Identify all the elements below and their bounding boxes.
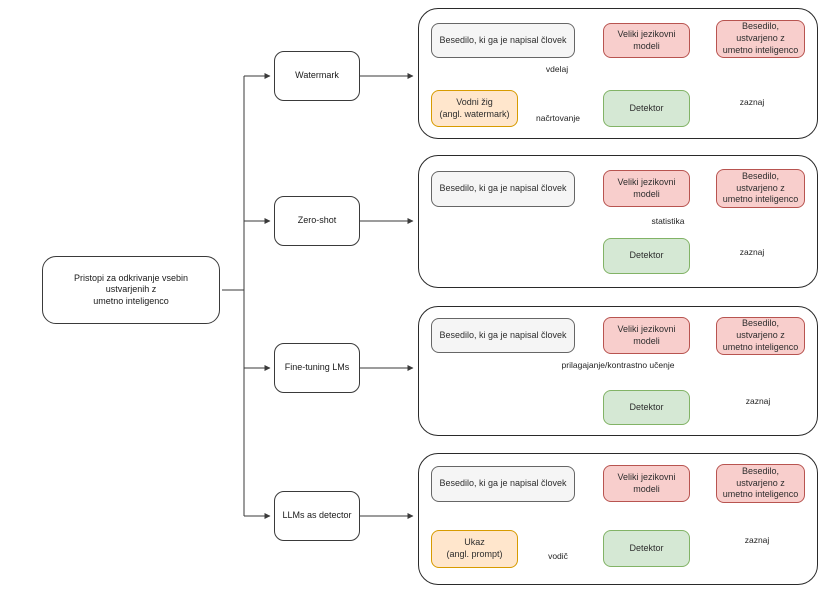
edge-label-design: načrtovanje — [534, 113, 582, 123]
node-llm: Veliki jezikovni modeli — [603, 170, 690, 207]
node-human-text: Besedilo, ki ga je napisal človek — [431, 466, 575, 502]
node-llm: Veliki jezikovni modeli — [603, 317, 690, 354]
node-ai-text: Besedilo, ustvarjeno z umetno inteligenc… — [716, 169, 805, 208]
node-watermark: Vodni žig (angl. watermark) — [431, 90, 518, 127]
node-ai-text: Besedilo, ustvarjeno z umetno inteligenc… — [716, 464, 805, 503]
edge-label-guide: vodič — [546, 551, 570, 561]
branch-llms-as-detector: LLMs as detector — [274, 491, 360, 541]
edge-label-detect: zaznaj — [742, 535, 772, 545]
node-llm: Veliki jezikovni modeli — [603, 465, 690, 502]
branch-zero-shot: Zero-shot — [274, 196, 360, 246]
node-human-text: Besedilo, ki ga je napisal človek — [431, 318, 575, 353]
node-human-text: Besedilo, ki ga je napisal človek — [431, 23, 575, 58]
node-prompt: Ukaz (angl. prompt) — [431, 530, 518, 568]
node-detector: Detektor — [603, 530, 690, 567]
node-llm: Veliki jezikovni modeli — [603, 23, 690, 58]
branch-watermark: Watermark — [274, 51, 360, 101]
edge-label-detect: zaznaj — [737, 247, 767, 257]
edge-label-detect: zaznaj — [743, 396, 773, 406]
root-node: Pristopi za odkrivanje vsebin ustvarjeni… — [42, 256, 220, 324]
edge-label-embed: vdelaj — [543, 64, 571, 74]
node-ai-text: Besedilo, ustvarjeno z umetno inteligenc… — [716, 20, 805, 58]
edge-label-adapt: prilagajanje/kontrastno učenje — [559, 360, 677, 370]
node-detector: Detektor — [603, 390, 690, 425]
node-human-text: Besedilo, ki ga je napisal človek — [431, 171, 575, 207]
branch-fine-tuning-lms: Fine-tuning LMs — [274, 343, 360, 393]
edge-label-statistics: statistika — [649, 216, 687, 226]
node-detector: Detektor — [603, 90, 690, 127]
node-detector: Detektor — [603, 238, 690, 274]
edge-label-detect: zaznaj — [737, 97, 767, 107]
node-ai-text: Besedilo, ustvarjeno z umetno inteligenc… — [716, 317, 805, 355]
